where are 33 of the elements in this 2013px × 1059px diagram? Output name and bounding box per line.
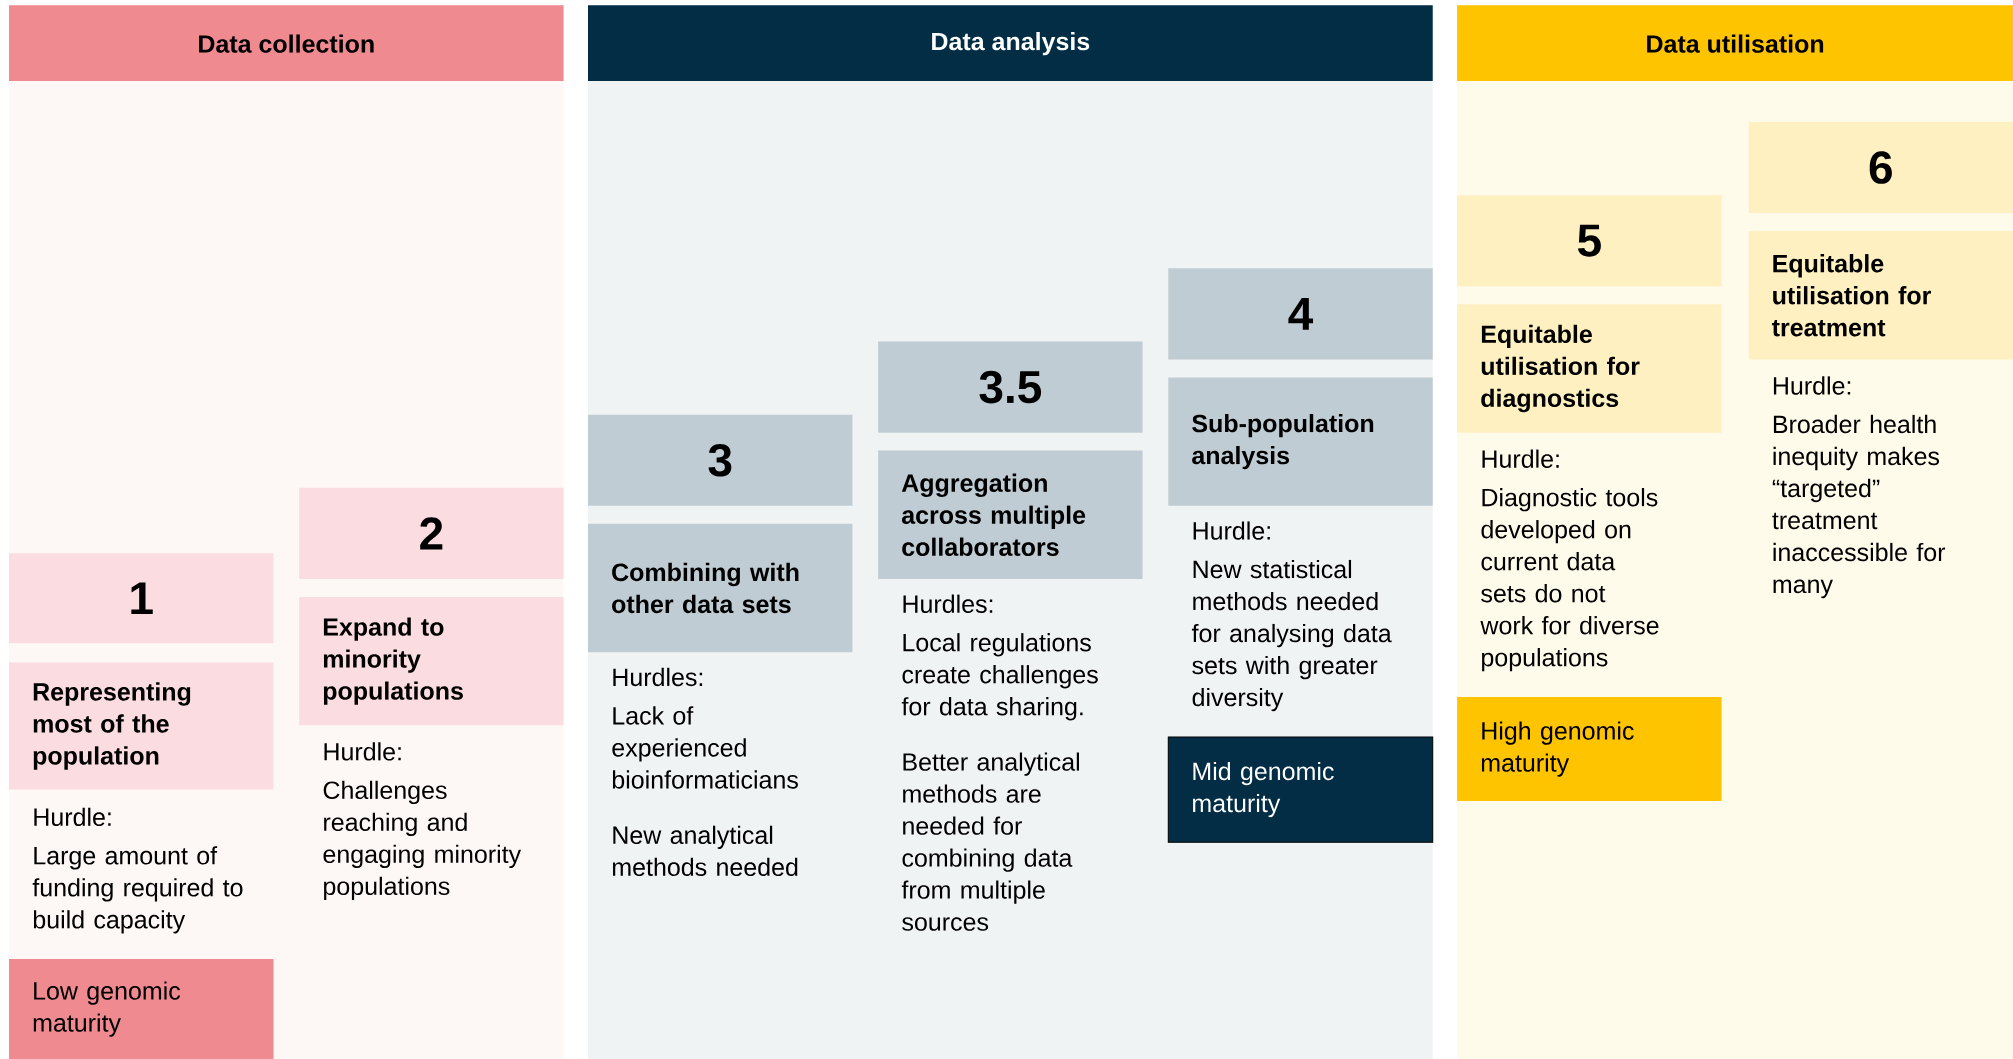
- step-title-box: Combining with other data sets: [588, 523, 853, 653]
- hurdle-text: Challenges reaching and engaging minority populations: [323, 780, 522, 901]
- step-number-box: 2: [299, 487, 564, 579]
- hurdle-text: Better analytical methods are needed for combining data from multiple sources: [901, 752, 1079, 931]
- step-number-box: 3: [588, 414, 853, 506]
- hurdle-heading: Hurdle:: [1482, 449, 1559, 468]
- hurdle-text: Broader health inequity makes “targeted” treatment inaccessible for many: [1772, 414, 1946, 599]
- hurdle-text: New statistical methods needed for analysing data sets with greater diversity: [1191, 559, 1392, 712]
- hurdle-text: Local regulations create challenges for data sharing.: [901, 633, 1098, 721]
- hurdle-text: New analytical methods needed: [612, 825, 798, 877]
- step-title-box: Expand to minority populations: [299, 596, 564, 726]
- maturity-box: Mid genomic maturity: [1167, 736, 1434, 843]
- step-number-box: 5: [1457, 195, 1722, 287]
- step-title-box: Equitable utilisation for treatment: [1748, 231, 2013, 360]
- hurdle-heading: Hurdle:: [1773, 376, 1851, 395]
- step-title-box: Aggregation across multiple collaborators: [878, 450, 1143, 579]
- hurdle-text: Diagnostic tools developed on current data sets do not work for diverse populations: [1480, 488, 1659, 672]
- hurdle-heading: Hurdle:: [34, 807, 111, 827]
- step-title-box: Sub-population analysis: [1168, 377, 1433, 506]
- step-number-box: 3.5: [878, 341, 1143, 433]
- hurdle-text: Large amount of funding required to build capacity: [32, 846, 243, 934]
- maturity-box: Low genomic maturity: [9, 959, 274, 1059]
- hurdle-heading: Hurdle:: [1193, 521, 1270, 540]
- hurdle-heading: Hurdles:: [613, 667, 703, 687]
- step-title-box: Representing most of the population: [9, 662, 274, 790]
- hurdle-heading: Hurdle:: [324, 742, 401, 761]
- step-number-box: 1: [9, 553, 274, 644]
- step-number-box: 4: [1168, 268, 1433, 360]
- step-number-box: 6: [1748, 121, 2013, 214]
- step-title-box: Equitable utilisation for diagnostics: [1457, 304, 1722, 433]
- hurdle-text: Lack of experienced bioinformaticians: [612, 706, 798, 789]
- maturity-box: High genomic maturity: [1457, 697, 1722, 802]
- hurdle-heading: Hurdles:: [903, 594, 993, 613]
